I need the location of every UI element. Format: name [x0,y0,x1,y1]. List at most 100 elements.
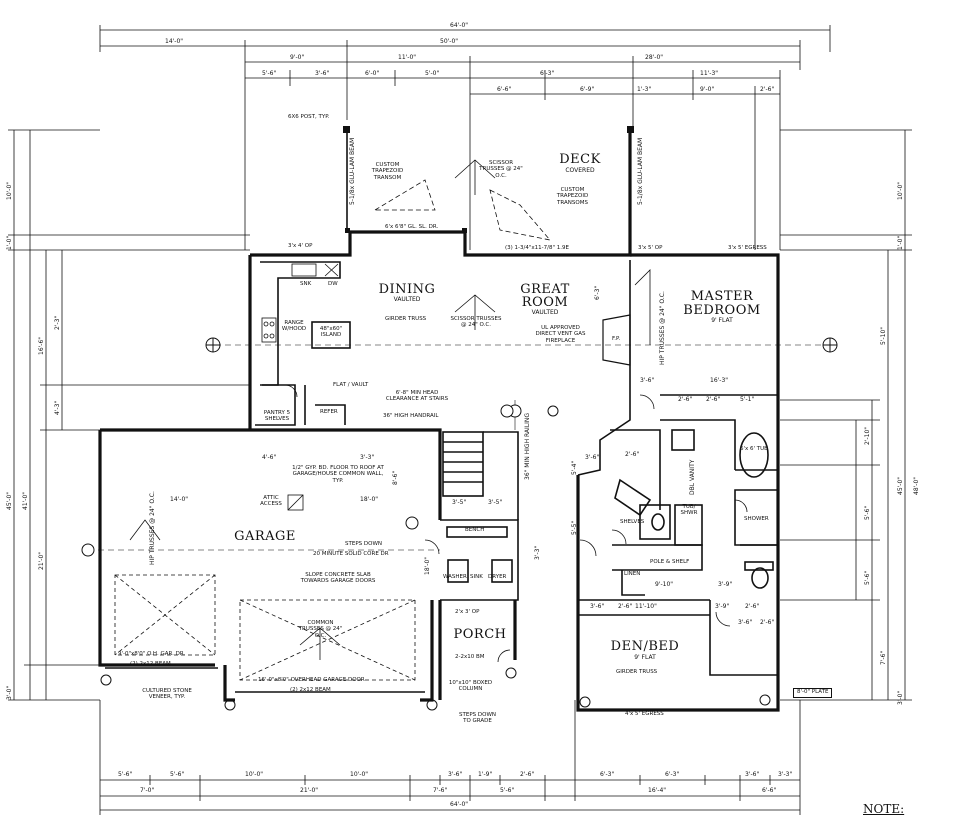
dim-int-0: 4'-6" [262,454,277,461]
note-attic: ATTIC ACCESS [260,495,282,508]
dim-int-18: 3'-9" [715,603,730,610]
dim-top-r3-2: 6'-0" [365,70,380,77]
stone-veneer [100,667,771,711]
dim-bot-r2-5: 6'-6" [762,787,777,794]
dim-int-9: 2'-6" [706,396,721,403]
dim-bot-r1-6: 2'-6" [520,771,535,778]
dim-int-25: 3'-3" [534,545,541,560]
note-gyp: 1/2" GYP. BD. FLOOR TO ROOF AT GARAGE/HO… [292,465,384,484]
dim-int-22: 18'-0" [424,556,431,575]
dim-top-r4-0: 6'-6" [497,86,512,93]
note-steps-grade: STEPS DOWN TO GRADE [459,712,496,725]
note-hip-truss-master: HIP TRUSSES @ 24" O.C. [659,291,666,365]
dim-top-r3-5: 11'-3" [700,70,719,77]
note-handrail: 36" HIGH HANDRAIL [383,413,439,419]
room-great-line2: ROOM [521,295,569,310]
label-bench: BENCH [465,527,485,533]
note-heading: NOTE: [863,802,905,816]
dim-left-0: 10'-0" [6,181,13,200]
note-railing: 36" MIN HIGH RAILING [524,412,531,480]
label-dbl-vanity: DBL VANITY [689,459,696,495]
dim-int-8: 2'-6" [678,396,693,403]
dim-bot-r1-9: 3'-6" [745,771,760,778]
dim-int-6: 3'-6" [640,377,655,384]
dim-bot-r1-7: 6'-3" [600,771,615,778]
room-deck: DECK [559,152,601,167]
note-egress-top: 3'x 5' EGRESS [728,245,767,251]
dim-int-16: 3'-6" [590,603,605,610]
dim-right-8: 7'-6" [880,650,887,665]
dim-bot-r2-2: 7'-6" [433,787,448,794]
dim-int-11: 3'-6" [585,454,600,461]
dim-right-9: 3'-0" [897,690,904,705]
dim-top-r2-1: 11'-0" [398,54,417,61]
dim-bot-r1-10: 3'-3" [778,771,793,778]
label-sink: SNK [300,281,312,287]
dim-bot-r1-5: 1'-9" [478,771,493,778]
dim-right-3: 2'-10" [864,426,871,445]
dim-int-24: 5'-5" [571,520,578,535]
dim-int-3: 18'-0" [360,496,379,503]
note-scissor-truss-2: SCISSOR TRUSSES @ 24" O.C. [450,316,502,329]
attic-access [287,494,304,511]
note-transom-left: CUSTOM TRAPEZOID TRANSOM [371,162,404,181]
dim-top-r4-2: 1'-3" [637,86,652,93]
label-shelves: SHELVES [620,519,645,525]
section-markers [81,337,838,557]
dim-int-1: 3'-3" [360,454,375,461]
dim-bot-r2-1: 21'-0" [300,787,319,794]
label-snk: SINK [470,574,483,580]
note-common-truss: COMMON TRUSSES @ 24" O.C. [298,620,343,639]
label-shower: SHOWER [744,516,769,522]
label-dw: DW [328,281,338,287]
dim-right-5: 48'-0" [913,476,920,495]
note-stone: CULTURED STONE VENEER, TYP. [142,688,192,701]
note-boxed-col: 10"x10" BOXED COLUMN [448,680,493,693]
label-range: RANGE W/HOOD [281,320,307,333]
dim-bot-r1-3: 10'-0" [350,771,369,778]
dim-int-15: 11'-10" [635,603,657,610]
dim-bot-r2-3: 5'-6" [500,787,515,794]
dim-int-21: 2'-6" [760,619,775,626]
note-hip-truss-left: HIP TRUSSES @ 24" O.C. [149,491,156,565]
note-egress-bottom: 4'x 5' EGRESS [625,711,664,717]
note-post: 6X6 POST, TYP. [288,114,330,120]
dim-int-26: 5'-4" [571,460,578,475]
note-porch-beam: 2-2x10 BM [455,654,485,660]
dim-top-r1-1: 50'-0" [440,38,459,45]
exterior-walls [98,130,780,712]
garage-doors [105,159,748,693]
dim-bot-r2-0: 7'-0" [140,787,155,794]
dim-top-r3-1: 3'-6" [315,70,330,77]
room-great-sub: VAULTED [531,309,559,316]
dim-top-r3-3: 5'-0" [425,70,440,77]
dim-top-r4-1: 6'-9" [580,86,595,93]
note-oh-door-left: 9'-0"x8'0" O.H. GAR. DR. [118,651,186,657]
note-solid-core: 20 MINUTE SOLID CORE DR [313,551,389,557]
dim-int-12: 2'-6" [625,451,640,458]
interior-walls [255,130,779,676]
room-master-line1: MASTER [690,289,754,304]
dim-int-5: 3'-5" [488,499,503,506]
dim-top-r3-4: 6'-3" [540,70,555,77]
dim-int-17: 2'-6" [618,603,633,610]
dim-left-7: 21'-0" [38,551,45,570]
label-linen: LINEN [624,571,641,577]
dim-int-19: 2'-6" [745,603,760,610]
dim-top-r2-2: 28'-0" [645,54,664,61]
dim-top-overall: 64'-0" [450,22,469,29]
dim-bot-r2-4: 16'-4" [648,787,667,794]
room-master-sub: 9' FLAT [711,317,733,324]
note-beam-main: (2) 2x12 BEAM [290,687,331,693]
label-fireplace: F.P. [612,336,621,342]
dimension-lines [8,25,912,815]
room-garage: GARAGE [234,529,296,544]
label-dryer: DRYER [488,574,507,580]
dim-top-r4-3: 9'-0" [700,86,715,93]
note-transom-right: CUSTOM TRAPEZOID TRANSOMS [556,187,589,206]
dim-int-27: 6'-3" [594,285,601,300]
dim-top-r1-0: 14'-0" [165,38,184,45]
dim-left-1: 1'-0" [6,235,13,250]
dim-int-4: 3'-5" [452,499,467,506]
